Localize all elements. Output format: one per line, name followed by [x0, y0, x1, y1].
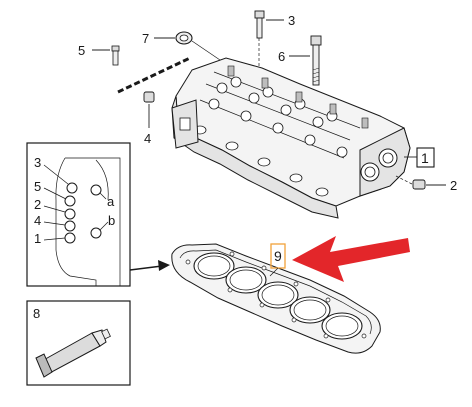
inset-label-b: b — [108, 213, 115, 228]
sealant-bead-line — [117, 56, 191, 94]
highlight-arrow — [292, 236, 410, 282]
callout-7: 7 — [142, 31, 149, 46]
sealant-tube-box: 8 — [26, 300, 131, 386]
callout-9: 9 — [274, 248, 282, 264]
dowel-sleeve: 4 — [143, 91, 155, 146]
inset-label-5: 5 — [34, 179, 41, 194]
bolt-small: 5 — [78, 43, 120, 66]
cylinder-head — [171, 57, 411, 219]
inset-label-2: 2 — [34, 197, 41, 212]
callout-3: 3 — [288, 13, 295, 28]
callout-8: 8 — [33, 306, 40, 321]
camshaft-seal: 7 — [142, 31, 221, 61]
callout-1: 1 — [421, 150, 429, 166]
inset-label-1: 1 — [34, 231, 41, 246]
head-bolt-long: 6 — [278, 35, 322, 86]
callout-2: 2 — [450, 178, 457, 193]
sealant-tube-icon — [35, 328, 111, 378]
head-gasket — [171, 243, 381, 354]
callout-4: 4 — [144, 131, 151, 146]
callout-9-group: 9 — [269, 243, 286, 277]
callout-6: 6 — [278, 49, 285, 64]
inset-label-3: 3 — [34, 155, 41, 170]
inset-pointer-arrow — [129, 260, 170, 271]
dowel-pin-right: 2 — [395, 175, 457, 193]
bolt-short: 3 — [254, 10, 295, 66]
bolt-sequence-inset: 3 5 2 4 1 a b — [26, 142, 131, 287]
callout-5: 5 — [78, 43, 85, 58]
inset-label-4: 4 — [34, 213, 41, 228]
callout-1-group: 1 — [404, 147, 435, 168]
inset-label-a: a — [107, 194, 115, 209]
